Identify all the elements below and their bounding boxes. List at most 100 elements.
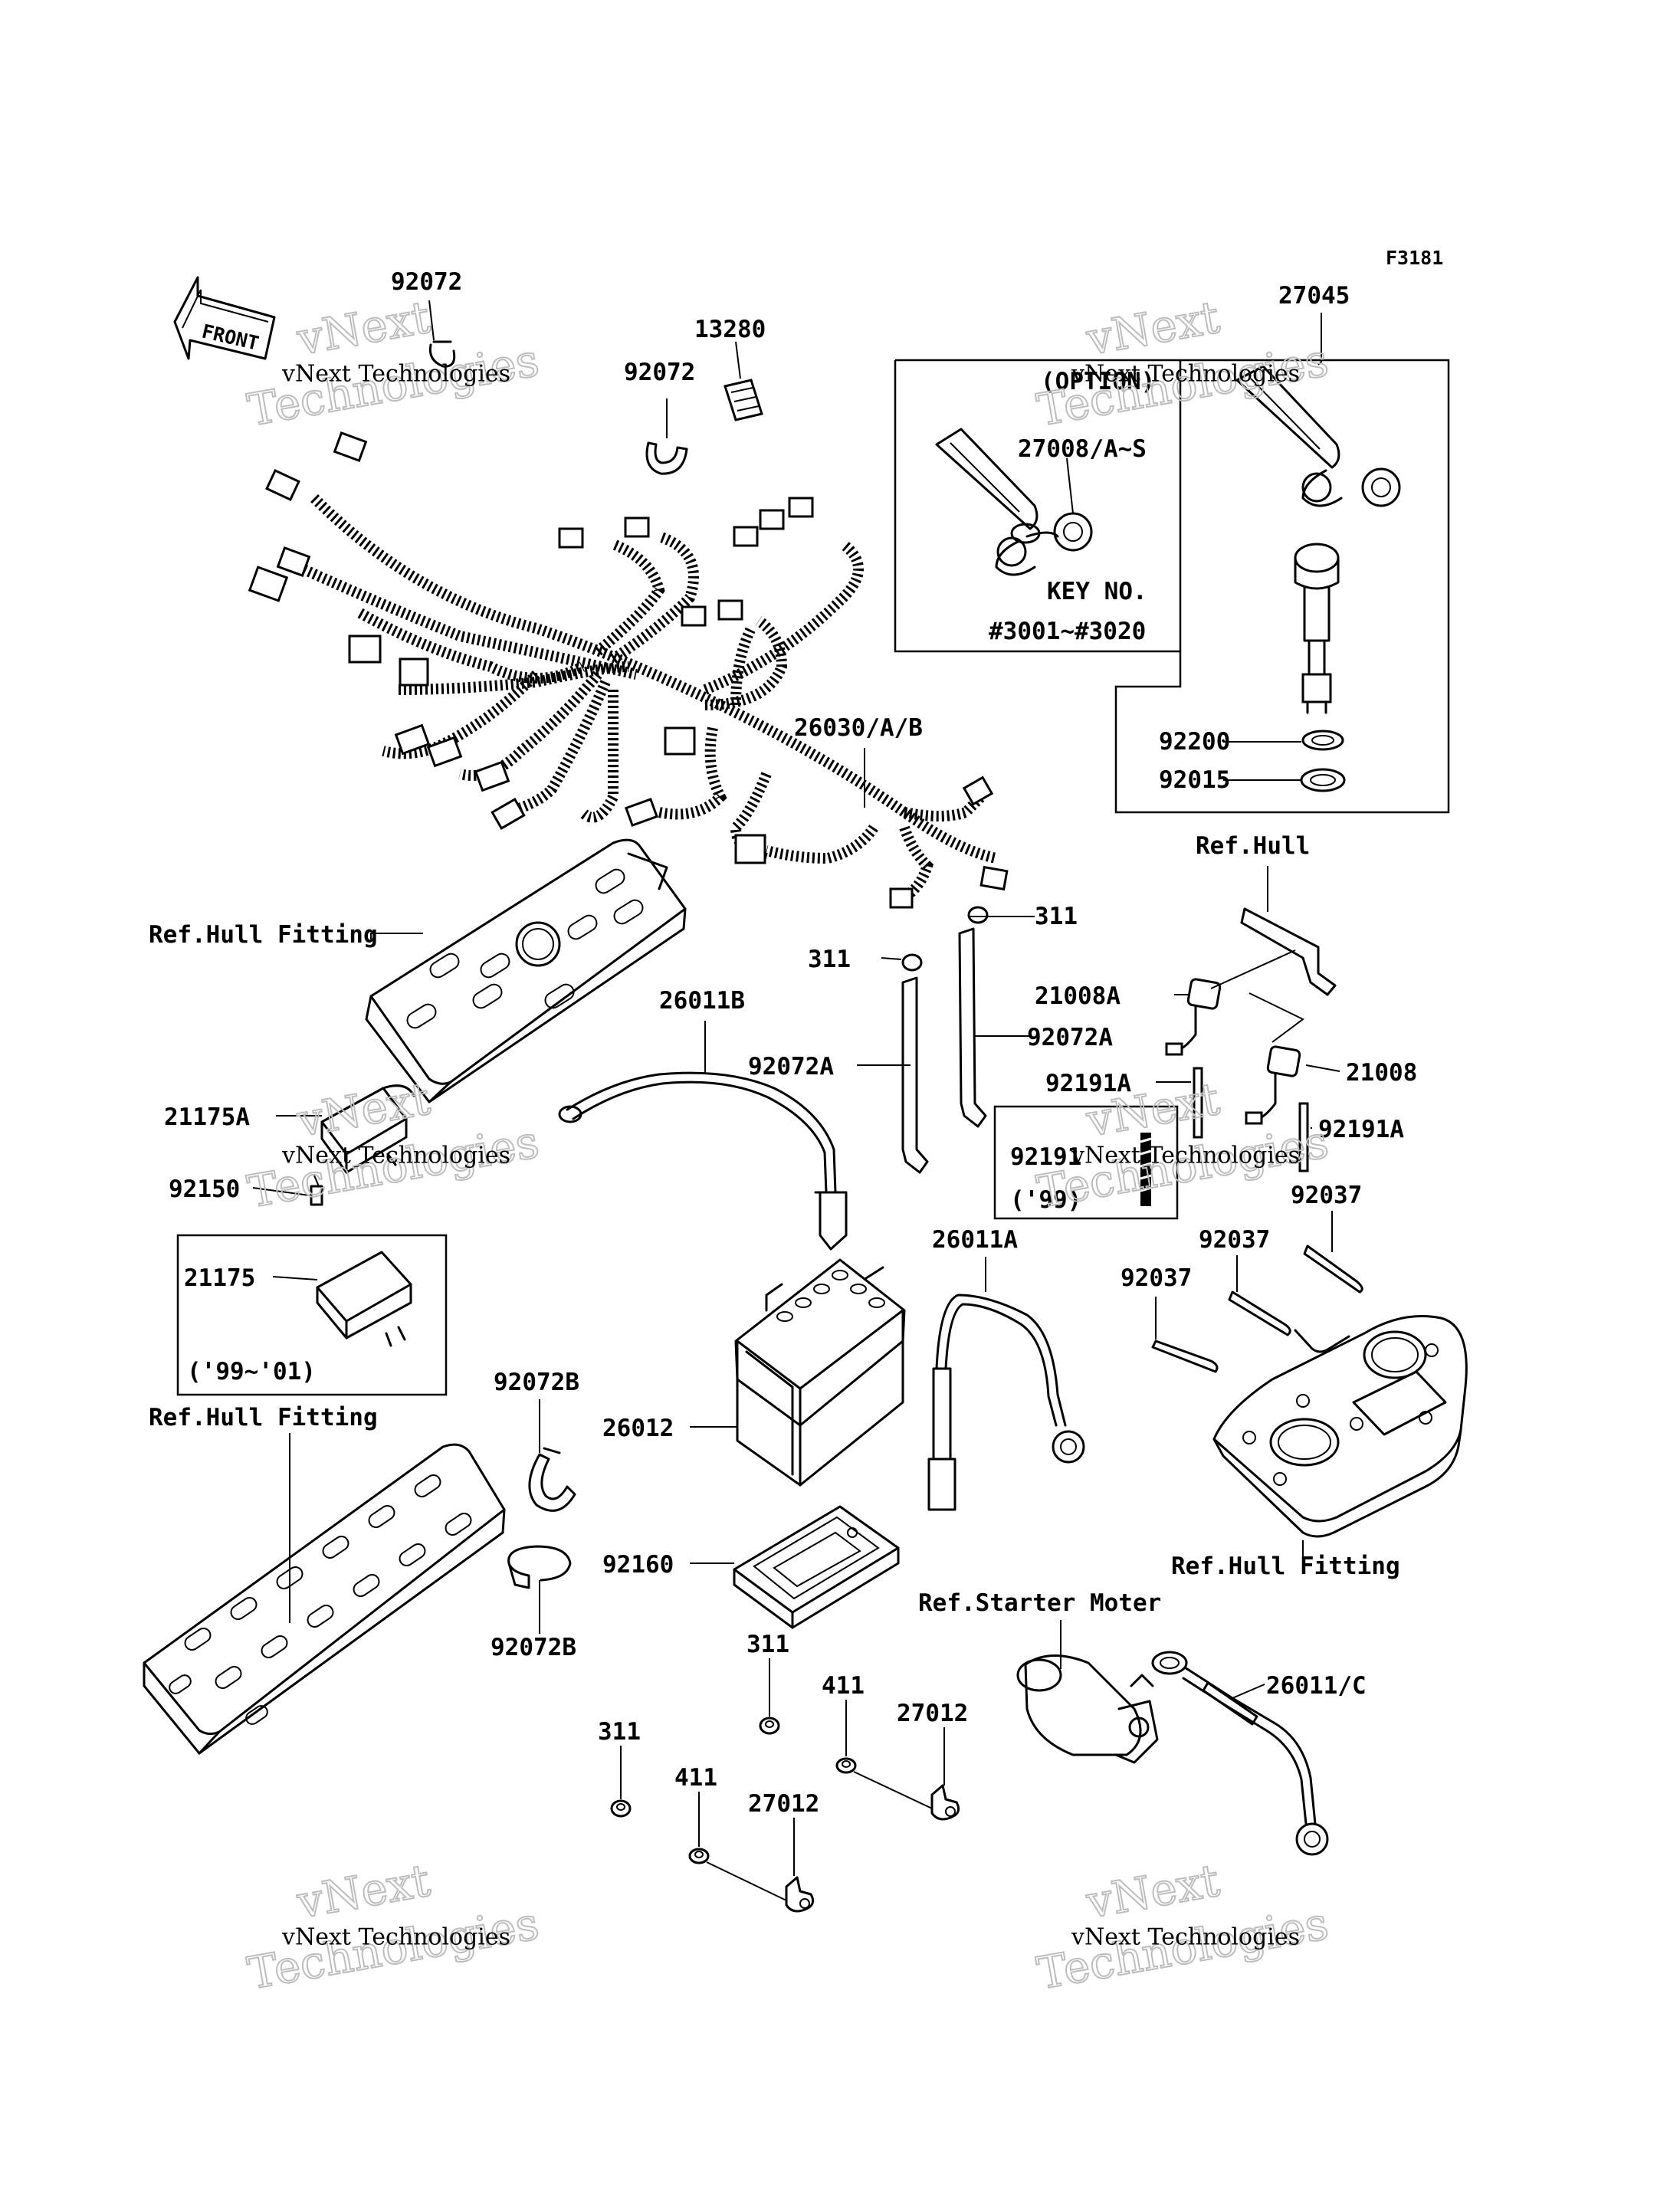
label-27008: 27008/A~S [1018,435,1147,463]
svg-text:vNext Technologies: vNext Technologies [1071,361,1300,388]
label-26011A: 26011A [932,1226,1018,1254]
nut-311-c [759,1717,780,1735]
svg-text:vNext Technologies: vNext Technologies [1071,1924,1300,1951]
battery-cable-26011A [927,1294,1085,1511]
clamp-92072-mid [645,441,688,475]
pin-92191A-left [1193,1067,1203,1139]
label-26011C: 26011/C [1266,1672,1367,1700]
label-92200: 92200 [1159,728,1230,756]
cable-tie-92037-c [1303,1244,1363,1294]
front-arrow-icon: FRONT [173,276,276,360]
label-92072A-left: 92072A [748,1053,834,1080]
label-ref-hull-fitting-3: Ref.Hull Fitting [1171,1553,1400,1580]
label-27012-b: 27012 [748,1790,819,1818]
clamp-27012-b [785,1876,815,1913]
washer-411-b [688,1848,710,1864]
option-key-box [894,359,1450,814]
label-311-b: 311 [808,946,851,973]
battery-cable-26011B [558,1071,848,1251]
bracket-ref-hull [1240,907,1337,996]
callout-labels: 92072 13280 92072 27045 (OPTION) 27008/A… [149,268,1417,1818]
nut-311-d [610,1799,632,1818]
clamp-92072-top [428,340,456,368]
label-21175A: 21175A [164,1103,250,1131]
battery-stay-92072A-left [901,953,929,1174]
cdi-box-21175A [310,1084,415,1206]
leader-21008A-bracket [1210,949,1296,989]
svg-text:vNext Technologies: vNext Technologies [1071,1143,1300,1169]
leader-21008-bracket [1249,992,1304,1043]
svg-text:vNext: vNext [293,1854,434,1929]
battery-tray-92160 [733,1505,900,1629]
label-99-01: ('99~'01) [187,1358,316,1385]
label-26012: 26012 [602,1415,674,1442]
label-92191A-right: 92191A [1318,1116,1404,1143]
hull-fitting-right [1212,1315,1468,1538]
label-21008A: 21008A [1035,982,1121,1010]
label-ref-starter: Ref.Starter Moter [918,1589,1161,1617]
watermark-bottom-left: vNext Technologies vNext Technologies [243,1854,543,2001]
label-311-d: 311 [598,1718,641,1746]
label-311-a: 311 [1035,903,1078,930]
figure-code: F3181 [1386,247,1443,269]
hull-fitting-lower [143,1443,506,1755]
label-92072B-bottom: 92072B [491,1634,576,1661]
label-99: ('99) [1010,1186,1081,1214]
svg-text:vNext: vNext [293,291,434,366]
wiring-harness-26030 [248,431,1009,909]
label-92191A-left: 92191A [1045,1070,1131,1097]
leader-lines [252,300,1340,1901]
label-ref-hull-fitting-1: Ref.Hull Fitting [149,921,378,949]
pin-92191A-right [1298,1102,1309,1172]
label-13280: 13280 [694,316,766,343]
rectifier-21008 [1245,1045,1301,1125]
svg-text:vNext Technologies: vNext Technologies [281,1143,510,1169]
watermark-bottom-right: vNext Technologies vNext Technologies [1032,1854,1333,2001]
hull-fitting-upper [365,838,687,1103]
svg-text:vNext: vNext [1082,291,1223,366]
label-92037-b: 92037 [1199,1226,1270,1254]
label-ref-hull-top: Ref.Hull [1196,832,1310,860]
label-option: (OPTION) [1041,368,1155,395]
label-92037-a: 92037 [1291,1182,1362,1209]
label-311-c: 311 [746,1631,789,1658]
label-92150: 92150 [169,1176,240,1203]
svg-text:vNext: vNext [293,1073,434,1147]
watermark-top-left: vNext Technologies vNext Technologies [243,290,543,438]
label-27045: 27045 [1278,282,1350,310]
cable-tie-92037-a [1151,1340,1219,1373]
label-26011B: 26011B [659,987,745,1015]
pin-variant-box [993,1105,1179,1220]
label-21008: 21008 [1346,1059,1417,1087]
label-21175: 21175 [184,1264,255,1292]
label-27012-a: 27012 [897,1700,968,1727]
starter-motor [1016,1654,1159,1764]
battery-stay-92072A-right [958,906,989,1128]
label-92072-top: 92072 [391,268,462,296]
clamp-27012-a [930,1784,960,1821]
cdi-variant-box [176,1234,448,1396]
starter-cable-26011C [1151,1651,1329,1856]
label-key-no: KEY NO. [1047,578,1147,605]
clamp-92072B-upper [528,1447,576,1512]
battery-26012 [734,1258,906,1487]
washer-411-a [835,1757,857,1774]
label-26030: 26030/A/B [794,714,923,742]
label-92037-c: 92037 [1121,1264,1192,1292]
clamp-92072B-lower [507,1545,572,1589]
label-92015: 92015 [1159,766,1230,794]
rectifier-21008A [1165,978,1222,1056]
svg-text:vNext Technologies: vNext Technologies [281,361,510,388]
label-ref-hull-fitting-2: Ref.Hull Fitting [149,1404,378,1431]
label-92160: 92160 [602,1551,674,1579]
label-92072-mid: 92072 [624,359,695,386]
svg-text:vNext: vNext [1082,1854,1223,1929]
label-92191: 92191 [1010,1143,1081,1171]
watermark-mid-left: vNext Technologies vNext Technologies [243,1072,543,1219]
label-tag-13280 [724,379,763,421]
label-411-b: 411 [674,1764,717,1792]
svg-text:vNext Technologies: vNext Technologies [281,1924,510,1951]
cable-tie-92037-b [1228,1290,1291,1336]
label-92072B-top: 92072B [494,1369,579,1396]
